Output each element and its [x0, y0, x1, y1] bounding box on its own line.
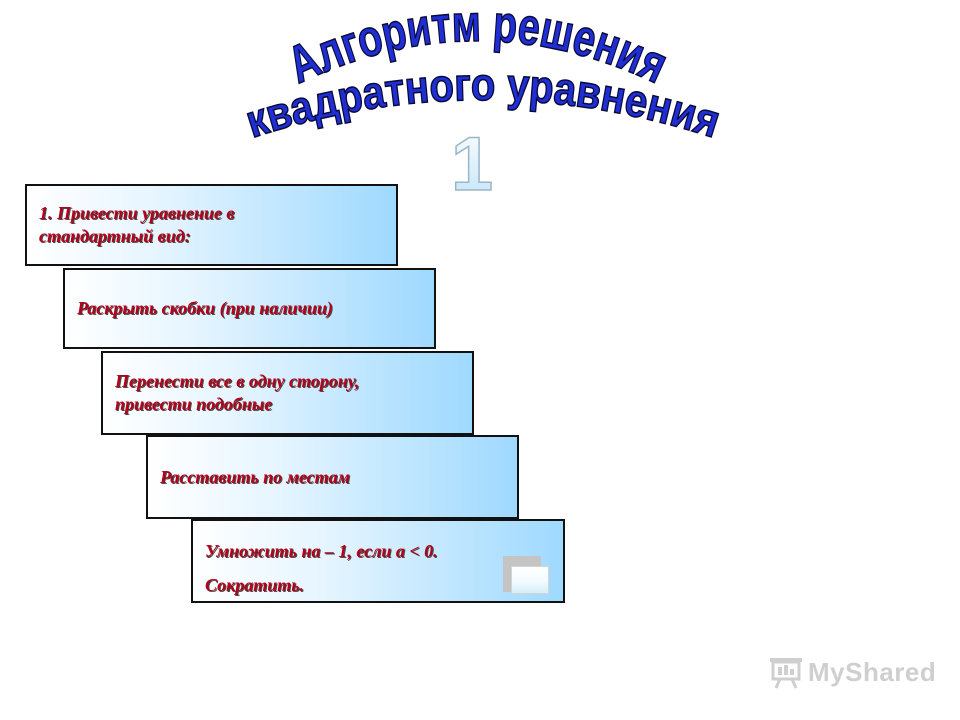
step-3-line-2: привести подобные: [115, 394, 273, 414]
title-art: Алгоритм решения квадратного уравнения 1: [239, 0, 727, 200]
step-1-line-2: стандартный вид:: [39, 226, 191, 246]
presentation-icon: [770, 658, 802, 689]
step-box-3: Перенести все в одну сторону, привести п…: [101, 351, 474, 435]
step-4-line-1: Расставить по местам: [160, 466, 350, 487]
return-button[interactable]: [503, 556, 549, 596]
step-5-line-2: Сократить.: [205, 575, 304, 595]
slide-number: 1: [451, 122, 493, 200]
step-5-line-1: Умножить на – 1, если a < 0.: [205, 541, 438, 561]
step-1-line-1: 1. Привести уравнение в: [39, 203, 235, 223]
slide-title: Алгоритм решения квадратного уравнения 1: [0, 0, 960, 200]
step-2-line-1: Раскрыть скобки (при наличии): [77, 298, 333, 318]
step-box-2: Раскрыть скобки (при наличии): [63, 268, 436, 349]
step-3-line-1: Перенести все в одну сторону,: [115, 371, 360, 391]
step-box-5: Умножить на – 1, если a < 0. Сократить.: [191, 519, 565, 603]
step-box-1: 1. Привести уравнение в стандартный вид:: [25, 184, 398, 266]
watermark-text: MyShared: [808, 656, 937, 687]
return-button-face: [511, 566, 549, 594]
watermark: MyShared: [768, 654, 936, 690]
step-box-4: Расставить по местам: [146, 435, 519, 519]
